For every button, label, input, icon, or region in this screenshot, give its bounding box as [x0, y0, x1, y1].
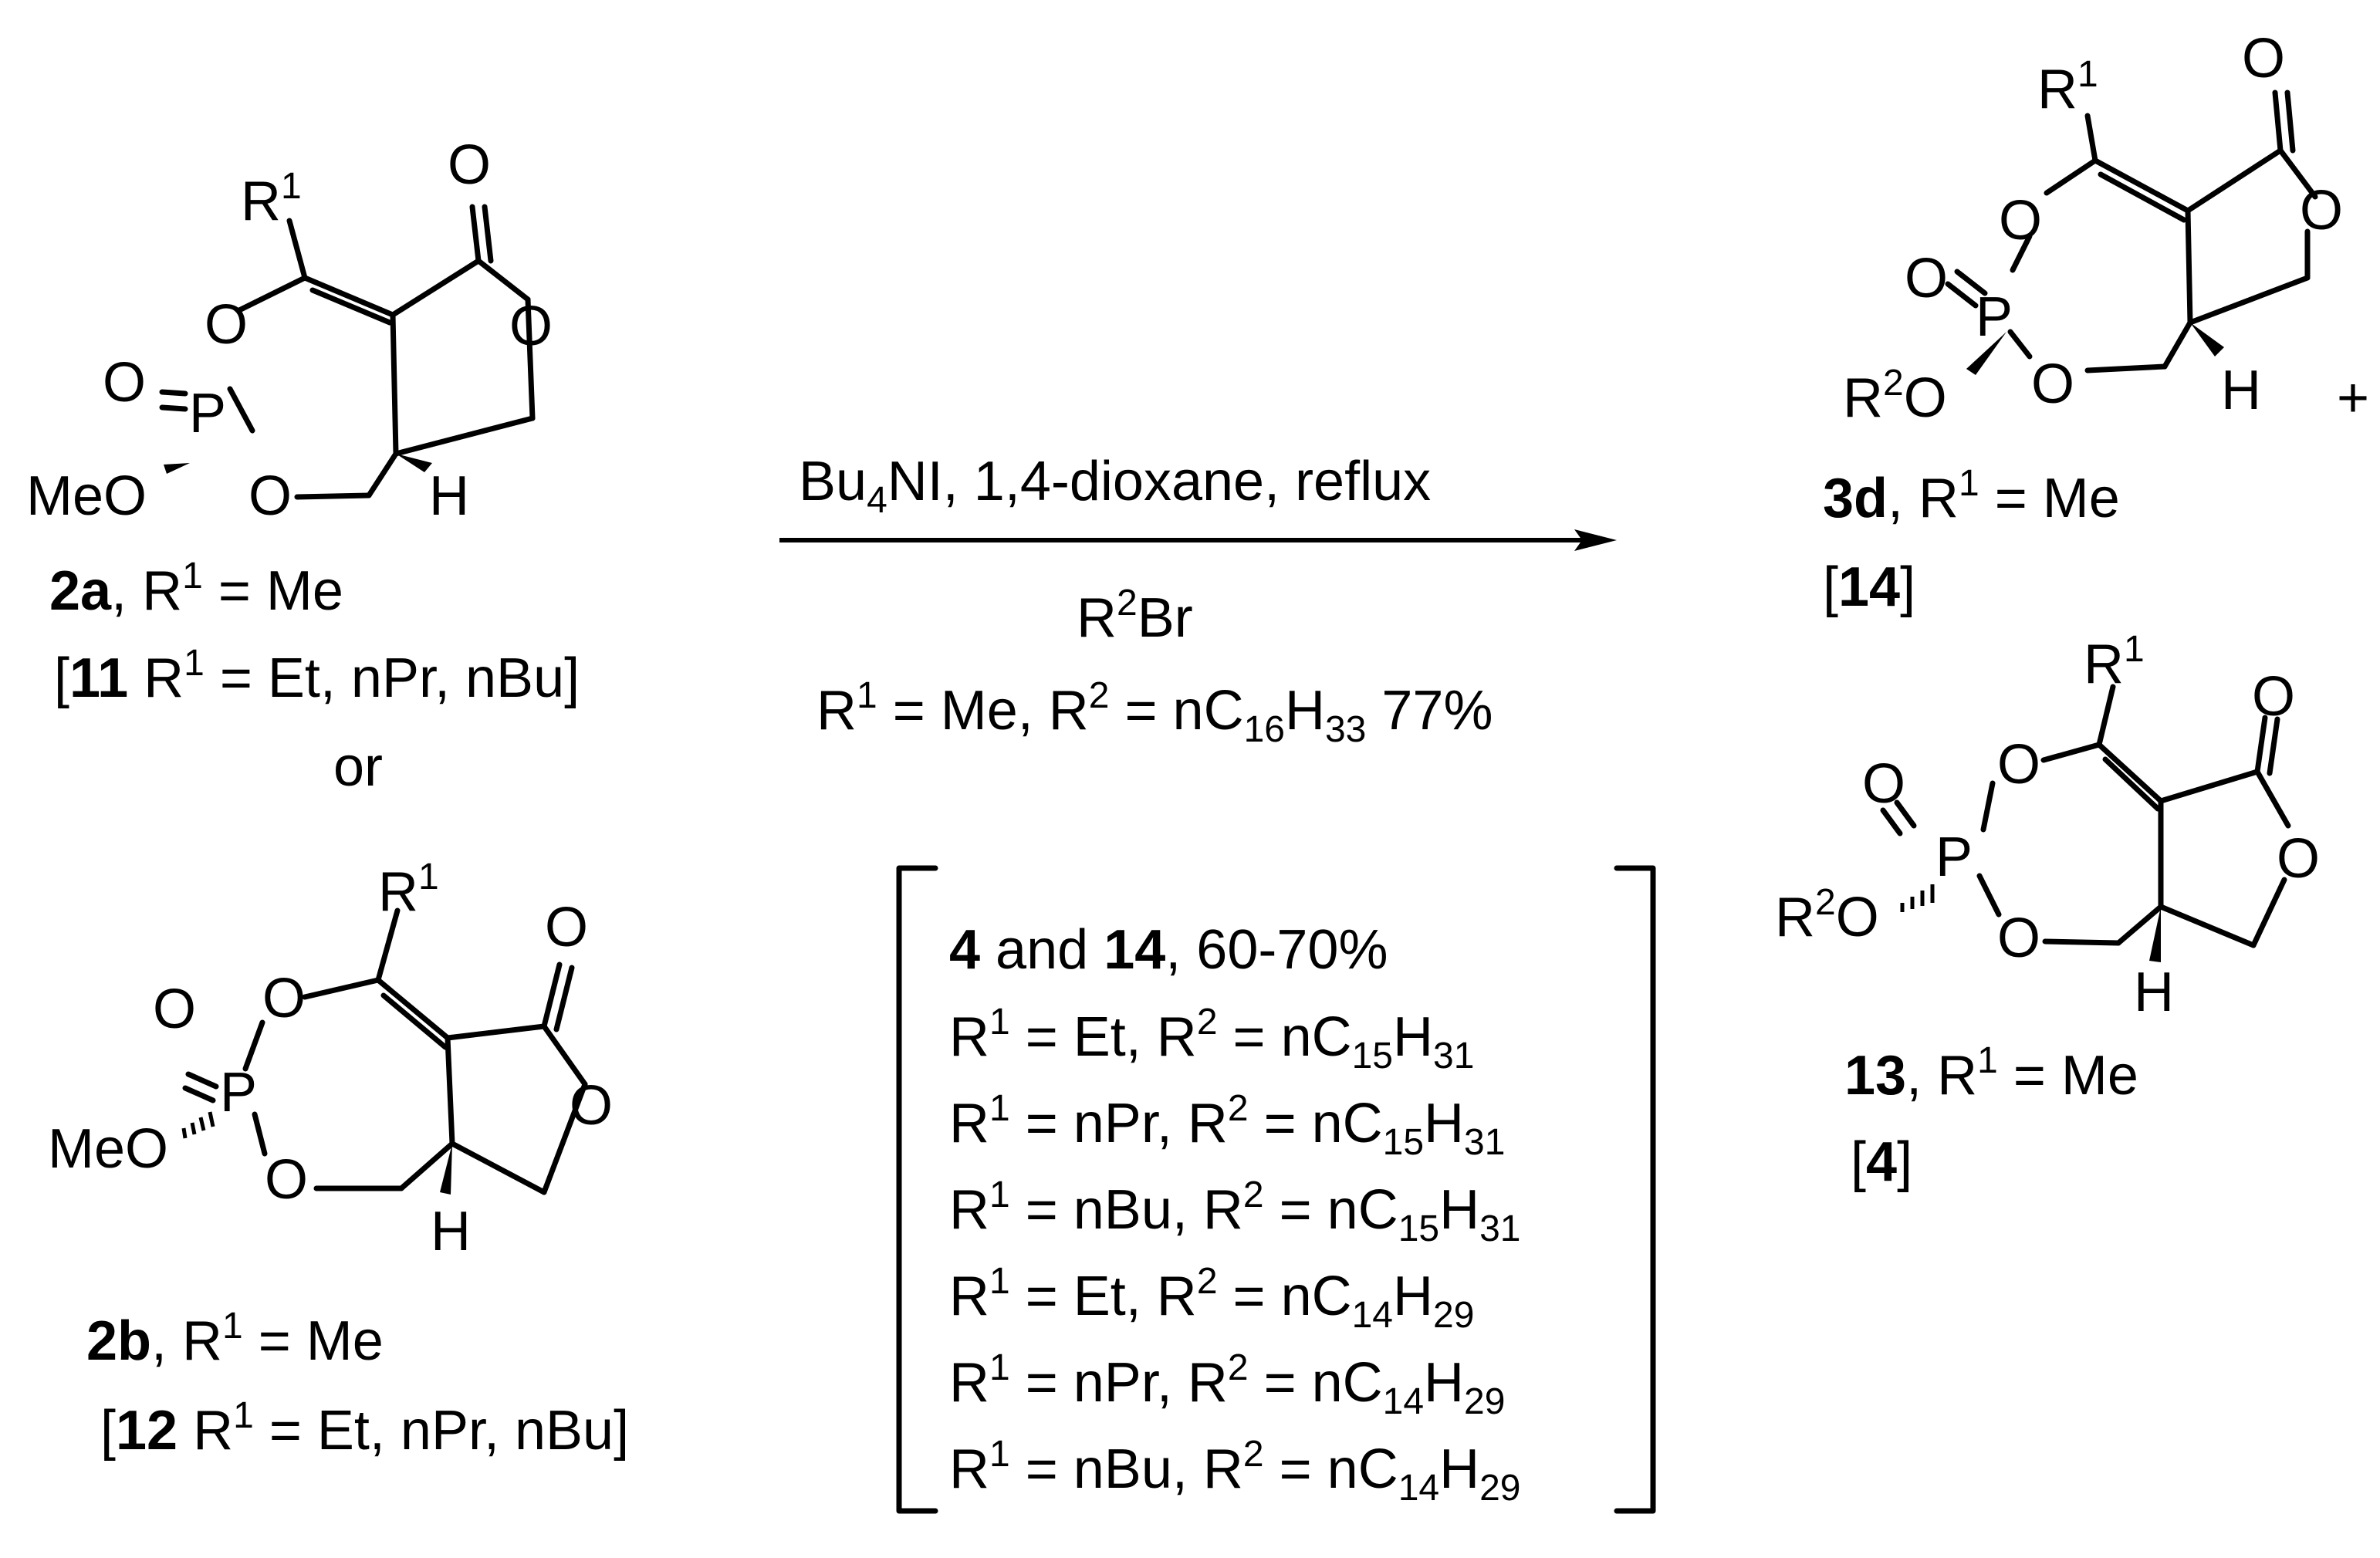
ring-oxygen: O — [2277, 828, 2320, 890]
bracket-rows: R1 = Et, R2 = nC15H31 R1 = nPr, R2 = nC15… — [949, 1002, 1520, 1509]
oxygen-atom: O — [2031, 353, 2074, 415]
plus-sign: + — [2337, 367, 2369, 429]
structure-13: R1 O O P R2O O H O O — [1775, 629, 2320, 1023]
arrow-head — [1574, 529, 1617, 551]
phosphorus-atom: P — [220, 1062, 257, 1124]
ring-oxygen: O — [2300, 180, 2343, 242]
r1-label: R1 — [2084, 629, 2145, 695]
phosphorus-atom: P — [1935, 826, 1973, 888]
r2br-label: R2Br — [1077, 583, 1193, 649]
oxygen-atom: O — [1997, 907, 2040, 969]
carbonyl-oxygen: O — [2242, 28, 2285, 90]
ring-oxygen: O — [509, 296, 553, 357]
structure-3d: R1 O O P R2O O H O O — [1843, 28, 2343, 429]
label-12: [12 R1 = Et, nPr, nBu] — [100, 1395, 629, 1462]
oxygen-atom: O — [205, 294, 248, 356]
oxygen-atom: O — [1997, 734, 2040, 796]
label-3d: 3d, R1 = Me — [1823, 463, 2120, 529]
substituent-row: R1 = nBu, R2 = nC15H31 — [949, 1174, 1520, 1249]
label-2b: 2b, R1 = Me — [86, 1306, 384, 1372]
reagents-text: Bu4NI, 1,4-dioxane, reflux — [799, 451, 1431, 521]
oxygen-atom: O — [262, 968, 306, 1029]
substituent-row: R1 = Et, R2 = nC15H31 — [949, 1002, 1474, 1076]
phosphorus-atom: P — [189, 383, 226, 444]
methoxy-label: MeO — [48, 1118, 168, 1180]
carbonyl-oxygen: O — [545, 897, 588, 958]
methoxy-label: MeO — [26, 465, 147, 527]
substituent-row: R1 = nPr, R2 = nC14H29 — [949, 1347, 1505, 1422]
bracket-header: 4 and 14, 60-70% — [949, 919, 1388, 981]
r1-label: R1 — [378, 857, 439, 923]
oxygen-atom: O — [1999, 190, 2042, 252]
phosphorus-atom: P — [1976, 286, 2013, 348]
carbonyl-oxygen: O — [448, 134, 491, 196]
hydrogen-atom: H — [429, 465, 469, 527]
label-13: 13, R1 = Me — [1844, 1040, 2138, 1107]
label-2a: 2a, R1 = Me — [49, 556, 343, 622]
r2o-label: R2O — [1775, 882, 1879, 948]
r1-label: R1 — [2037, 54, 2098, 120]
oxygen-atom: O — [103, 352, 146, 414]
label-11: [11 R1 = Et, nPr, nBu] — [54, 643, 580, 709]
ref-4: [4] — [1851, 1131, 1912, 1193]
oxygen-atom: O — [1862, 753, 1905, 815]
structure-2b: R1 O O P MeO O H O O — [48, 857, 613, 1262]
oxygen-atom: O — [1905, 248, 1948, 309]
hydrogen-atom: H — [2134, 961, 2174, 1023]
oxygen-atom: O — [265, 1149, 308, 1211]
oxygen-atom: O — [248, 465, 292, 527]
substituent-row: R1 = Et, R2 = nC14H29 — [949, 1261, 1474, 1336]
substituent-row: R1 = nBu, R2 = nC14H29 — [949, 1434, 1520, 1509]
oxygen-atom: O — [153, 978, 196, 1040]
ref-14: [14] — [1823, 556, 1915, 618]
or-label: or — [333, 736, 383, 798]
bracket-box: 4 and 14, 60-70% R1 = Et, R2 = nC15H31R1… — [896, 865, 1656, 1514]
hydrogen-atom: H — [2221, 360, 2261, 421]
r1-label: R1 — [241, 166, 302, 232]
hydrogen-atom: H — [431, 1201, 471, 1262]
carbonyl-oxygen: O — [2252, 666, 2295, 728]
r2o-label: R2O — [1843, 363, 1947, 429]
conditions-text: R1 = Me, R2 = nC16H33 77% — [816, 675, 1493, 750]
structure-2a: R1 O O P MeO O H O O — [26, 134, 553, 527]
ring-oxygen: O — [570, 1075, 613, 1137]
substituent-row: R1 = nPr, R2 = nC15H31 — [949, 1088, 1505, 1163]
